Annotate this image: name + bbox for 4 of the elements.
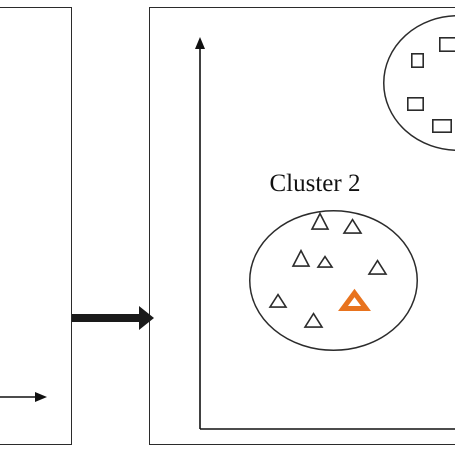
panel-frame <box>149 7 455 445</box>
arrow <box>72 306 154 330</box>
panel-frame <box>0 7 72 445</box>
cluster-label: Cluster 2 <box>270 170 360 198</box>
